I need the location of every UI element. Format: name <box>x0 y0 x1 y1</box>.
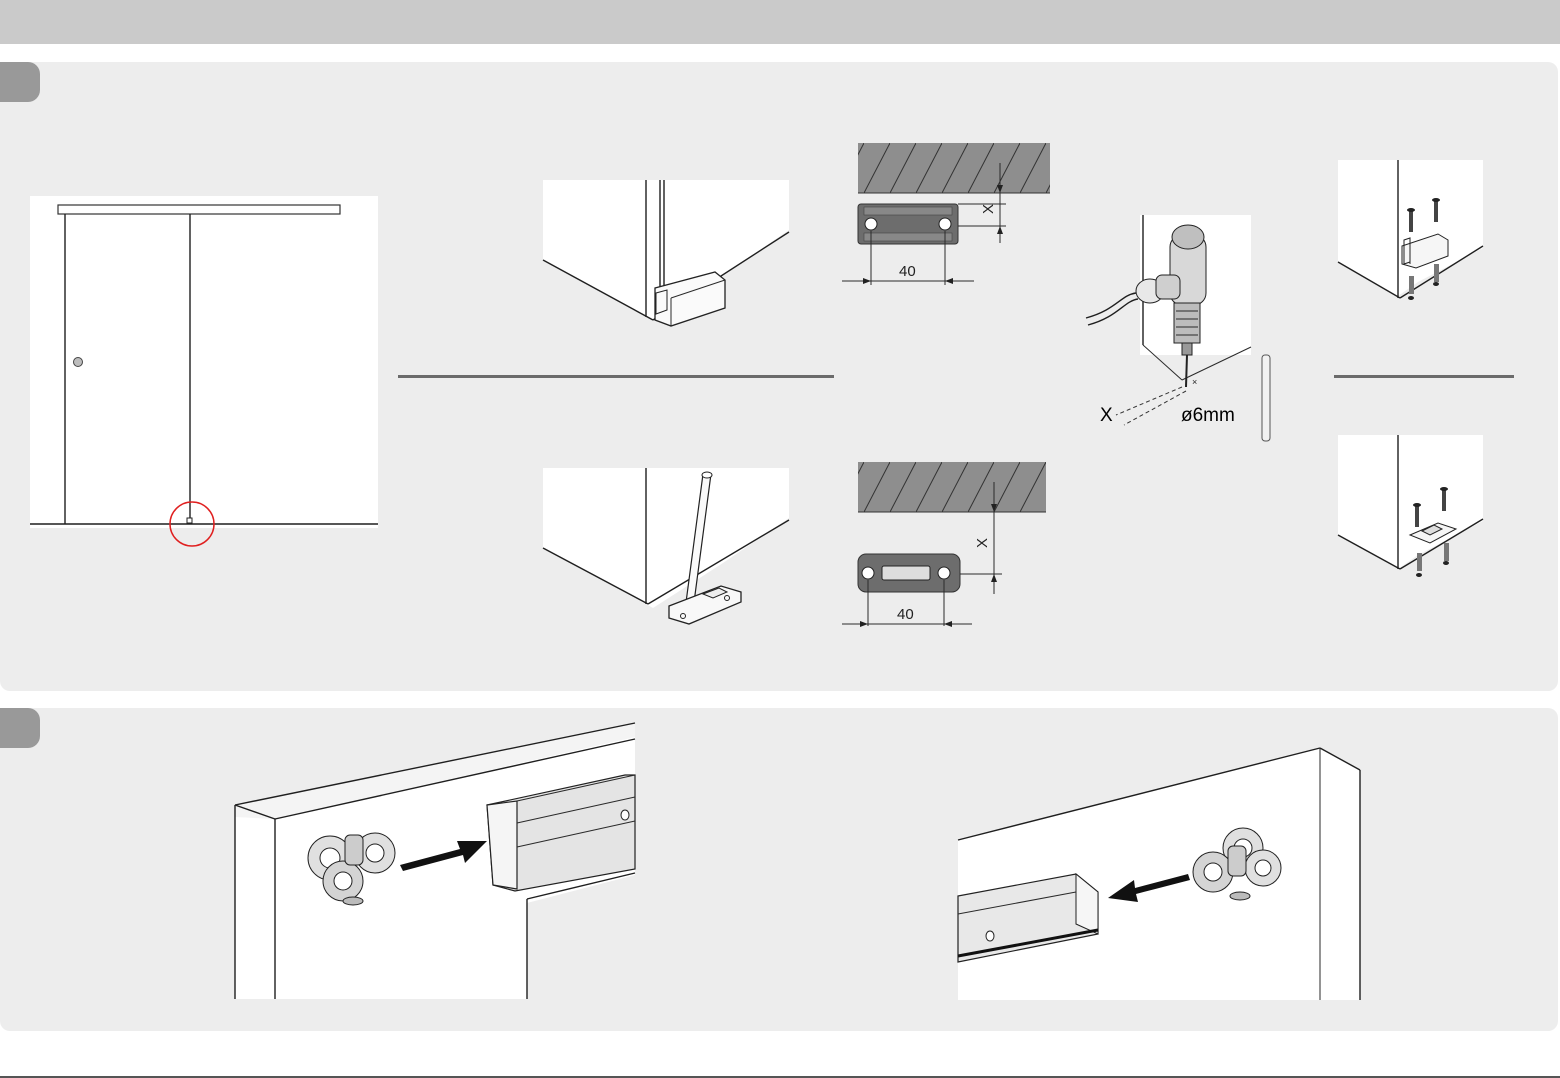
guide-b-distance-label: X <box>974 538 991 548</box>
step-1-badge <box>0 62 40 102</box>
door-overview-illustration <box>30 196 380 548</box>
step-2-badge <box>0 708 40 748</box>
guide-b-width-label: 40 <box>897 606 914 623</box>
top-header-bar <box>0 0 1560 44</box>
drill-bit-icon <box>1262 355 1270 441</box>
guide-a-distance-label: X <box>980 204 997 214</box>
dimension-drawing-a: X 40 <box>838 143 1054 293</box>
insert-trolley-left-illustration <box>235 723 635 999</box>
drilling-illustration: × X ø6mm <box>1086 215 1286 445</box>
dimension-drawing-b: X 40 <box>838 462 1054 628</box>
door-handle-icon <box>74 358 83 367</box>
floor-guide-a-illustration <box>543 180 789 332</box>
mounting-screws-a-illustration <box>1338 160 1484 310</box>
insert-trolley-right-illustration <box>958 748 1363 1000</box>
section-divider-right <box>1334 375 1514 378</box>
drill-mark-label: × <box>1192 377 1197 387</box>
floor-guide-b-illustration <box>543 468 789 628</box>
mounting-screws-b-illustration <box>1338 435 1484 585</box>
drill-bit-size-label: ø6mm <box>1181 405 1235 426</box>
drill-distance-label: X <box>1100 405 1113 426</box>
section-divider <box>398 375 834 378</box>
guide-a-width-label: 40 <box>899 263 916 280</box>
